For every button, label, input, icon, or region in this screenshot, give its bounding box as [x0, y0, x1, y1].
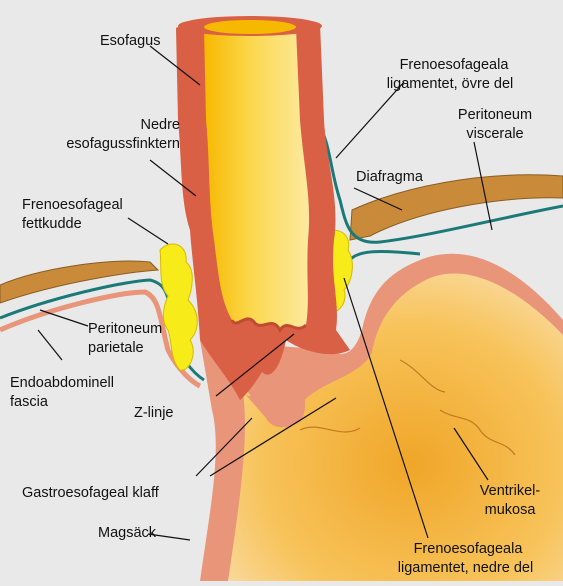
label-endoabd-line2: fascia: [10, 393, 48, 412]
leader-peritoneum-par: [40, 310, 88, 326]
label-freno-ovre-line1: Frenoesofageala: [364, 56, 544, 75]
label-z-linje: Z-linje: [134, 404, 173, 423]
esophagus-opening-inner: [204, 20, 296, 34]
label-fettkudde-line1: Frenoesofageal: [22, 196, 123, 215]
label-peritoneum-par-line2: parietale: [88, 339, 144, 358]
label-peritoneum-visc-line2: viscerale: [440, 125, 550, 144]
label-ventrikel-line2: mukosa: [460, 501, 560, 520]
label-ventrikel-line1: Ventrikel-: [460, 482, 560, 501]
label-peritoneum-visc-line1: Peritoneum: [440, 106, 550, 125]
label-fettkudde-line2: fettkudde: [22, 215, 82, 234]
leader-fettkudde: [128, 218, 168, 244]
peritoneum-right-lower: [350, 252, 420, 260]
label-peritoneum-par-line1: Peritoneum: [88, 320, 162, 339]
label-gastro-klaff: Gastroesofageal klaff: [22, 484, 159, 503]
label-diafragma: Diafragma: [356, 168, 423, 187]
label-nedre-line1: Nedre: [28, 116, 180, 135]
label-esofagus: Esofagus: [100, 32, 160, 51]
label-freno-nedre-line2: ligamentet, nedre del: [368, 559, 563, 578]
label-freno-ovre-line2: ligamentet, övre del: [350, 75, 550, 94]
label-freno-nedre-line1: Frenoesofageala: [378, 540, 558, 559]
label-endoabd-line1: Endoabdominell: [10, 374, 114, 393]
label-magsack: Magsäck: [98, 524, 156, 543]
fat-pad-left: [160, 244, 197, 370]
label-nedre-line2: esofagussfinktern: [28, 135, 180, 154]
leader-endoabd: [38, 330, 62, 360]
